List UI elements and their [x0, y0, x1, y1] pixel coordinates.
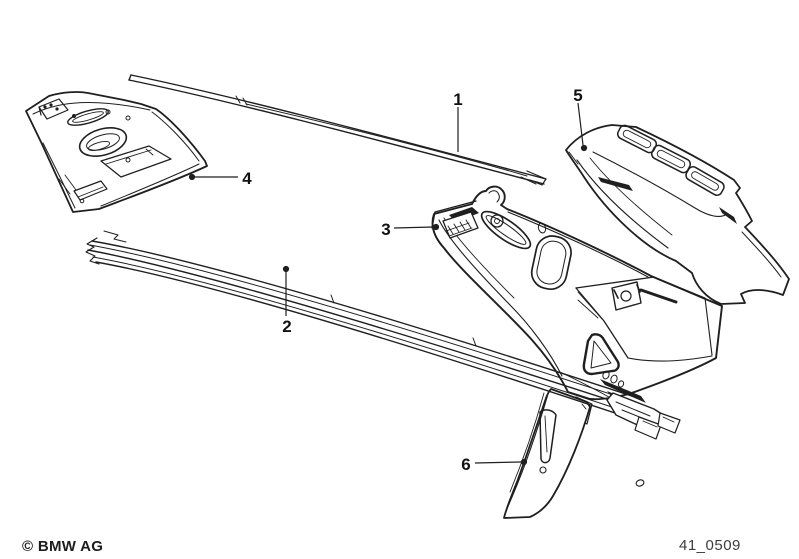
part-inner-quarter-panel [25, 91, 208, 213]
callout-6[interactable]: 6 [461, 455, 528, 474]
callout-2-number[interactable]: 2 [282, 317, 291, 336]
callout-1[interactable]: 1 [453, 90, 463, 152]
part-mounting-bracket [431, 200, 479, 239]
callout-3-number[interactable]: 3 [381, 220, 390, 239]
callout-1-number[interactable]: 1 [453, 90, 462, 109]
callout-3[interactable]: 3 [381, 220, 440, 239]
drawing-number-text: 41_0509 [679, 537, 741, 554]
callout-4-number[interactable]: 4 [242, 169, 252, 188]
callout-4[interactable]: 4 [188, 169, 253, 188]
callout-2[interactable]: 2 [282, 265, 292, 337]
part-roof-frame-rail [85, 230, 642, 418]
callout-5-number[interactable]: 5 [573, 86, 582, 105]
part-rear-frame-panel [565, 124, 790, 305]
part-rail-end-clamp [600, 379, 681, 440]
callout-6-number[interactable]: 6 [461, 455, 470, 474]
copyright-text: © BMW AG [22, 538, 103, 555]
part-pillar-gusset [503, 388, 591, 519]
callout-5[interactable]: 5 [573, 86, 588, 152]
part-roof-moulding-strip [128, 74, 547, 186]
